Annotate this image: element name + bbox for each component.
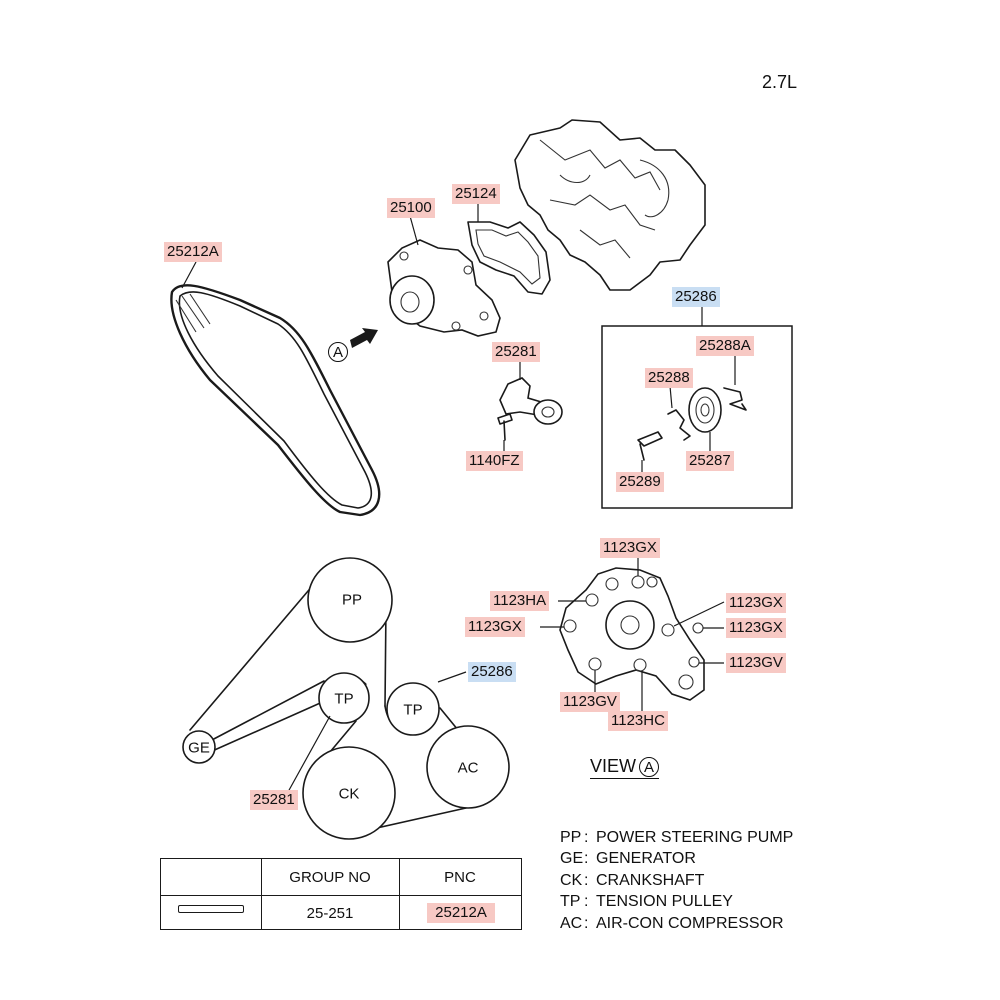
part-25124[interactable]: 25124 [452,184,500,204]
pulley-ac-label: AC [457,759,479,777]
pulley-tp-left-label: TP [334,690,354,708]
view-a-letter: A [639,757,660,777]
belt-routing-drawing [182,557,510,840]
pulley-ge-label: GE [188,739,210,757]
legend-row-tp: TP:TENSION PULLEY [560,893,733,910]
part-25281[interactable]: 25281 [492,342,540,362]
part-table: GROUP NO PNC 25-251 25212A [160,858,522,930]
legend-row-pp: PP:POWER STEERING PUMP [560,829,794,846]
belt-icon [178,905,244,913]
part-25286-kit[interactable]: 25286 [672,287,720,307]
bolt-1123GX-top[interactable]: 1123GX [600,538,660,558]
leader-25212A [181,261,197,289]
view-a-text: VIEW [590,756,637,776]
part-25288A[interactable]: 25288A [696,336,754,356]
idler-kit-box [601,306,793,509]
table-cell-group: 25-251 [306,905,354,922]
gasket-drawing [467,221,551,295]
part-25287[interactable]: 25287 [686,451,734,471]
view-arrow [350,328,378,348]
view-a-pump-drawing [540,556,725,712]
table-cell-pnc[interactable]: 25212A [427,903,495,923]
part-25288[interactable]: 25288 [645,368,693,388]
table-header-pnc: PNC [444,869,476,886]
part-25281-routing[interactable]: 25281 [250,790,298,810]
belt-drawing [170,284,381,517]
bolt-1123GX-left[interactable]: 1123GX [465,617,525,637]
bolt-1123HC[interactable]: 1123HC [608,711,668,731]
part-25100[interactable]: 25100 [387,198,435,218]
part-25286-routing[interactable]: 25286 [468,662,516,682]
pulley-tp-right-label: TP [403,701,423,719]
bolt-1123GX-right-lower[interactable]: 1123GX [726,618,786,638]
bolt-1123HA[interactable]: 1123HA [490,591,550,611]
part-25212A[interactable]: 25212A [164,242,222,262]
leader-25100 [409,215,419,246]
engine-block-drawing [514,119,706,291]
bolt-1123GV-left[interactable]: 1123GV [560,692,620,712]
part-25289[interactable]: 25289 [616,472,664,492]
bolt-1123GX-right-upper[interactable]: 1123GX [726,593,786,613]
engine-size: 2.7L [762,72,798,92]
pulley-ck-label: CK [338,785,360,803]
water-pump-drawing [387,239,501,337]
legend-row-ge: GE:GENERATOR [560,850,696,867]
tensioner-drawing [497,360,563,452]
legend-row-ac: AC:AIR-CON COMPRESSOR [560,915,784,932]
part-1140FZ[interactable]: 1140FZ [466,451,523,471]
legend-row-ck: CK:CRANKSHAFT [560,872,705,889]
view-a-marker: A [325,342,348,362]
view-a-marker-letter: A [328,342,348,362]
pulley-pp-label: PP [341,591,363,609]
bolt-1123GV-right[interactable]: 1123GV [726,653,786,673]
table-header-group: GROUP NO [289,869,371,886]
